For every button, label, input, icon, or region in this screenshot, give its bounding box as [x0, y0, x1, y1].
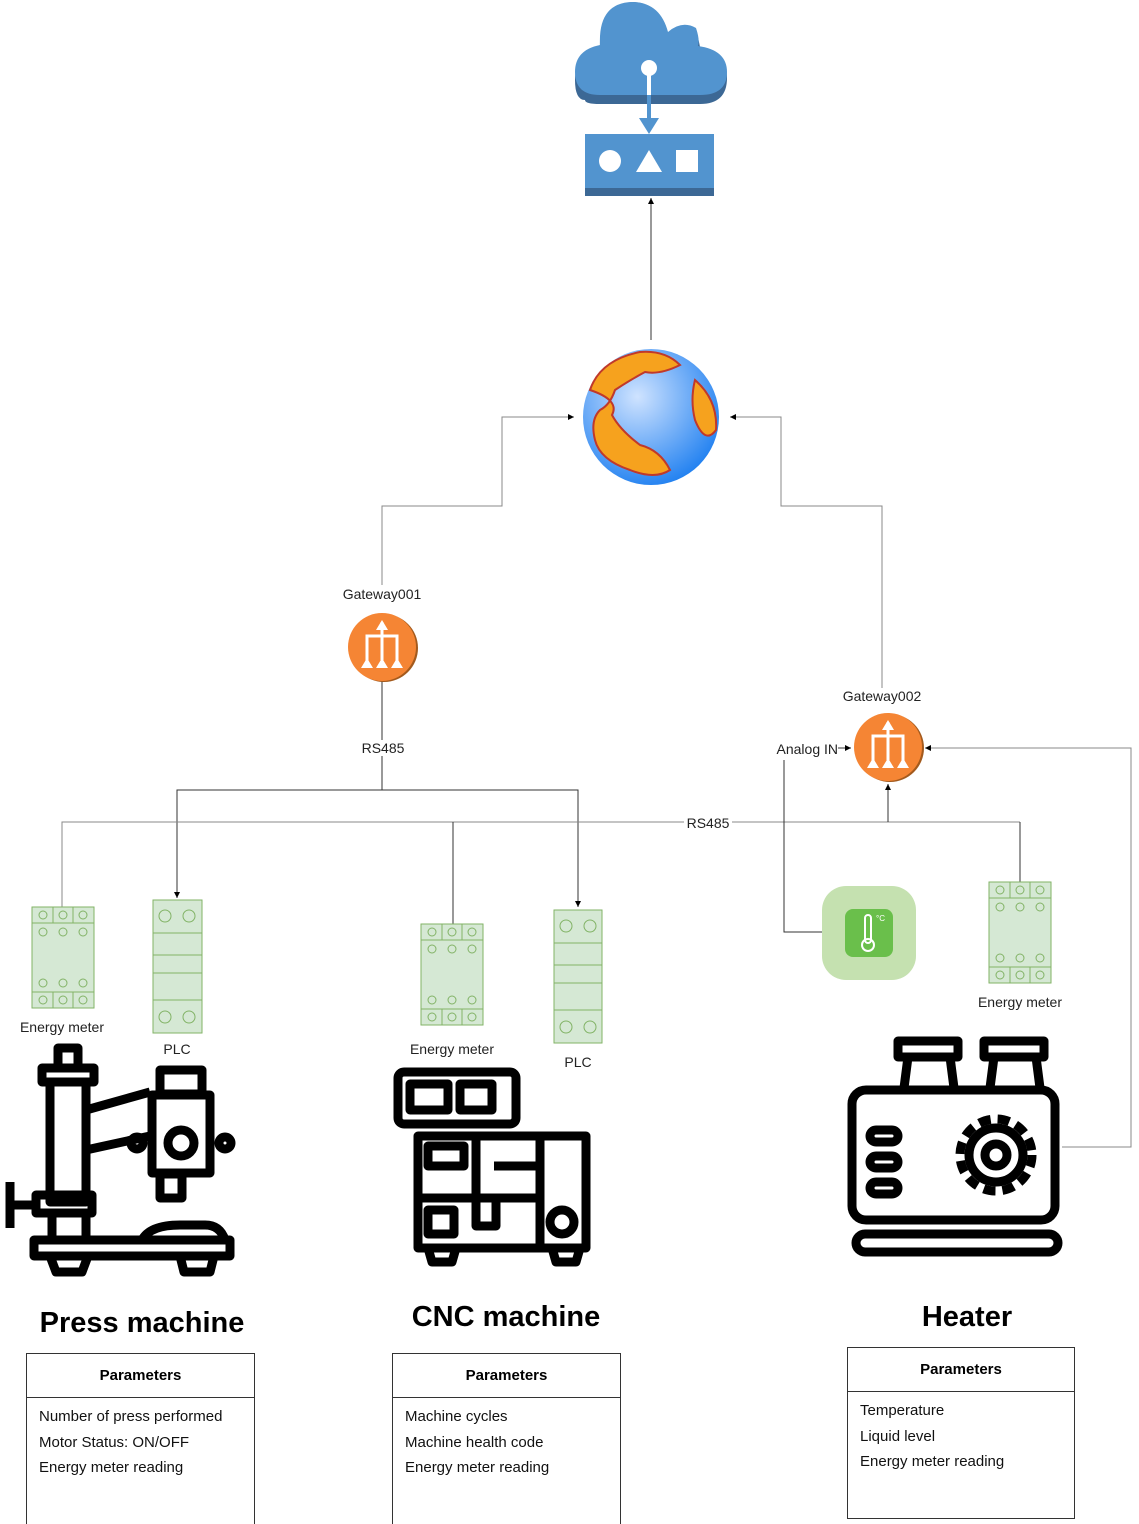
press-plc-label: PLC [163, 1041, 190, 1057]
cnc-energy-meter-label: Energy meter [410, 1041, 494, 1057]
press-parameters-header: Parameters [27, 1354, 254, 1398]
gateway001-label: Gateway001 [343, 586, 422, 602]
press-machine-icon [5, 1043, 236, 1277]
press-parameters-box: Parameters Number of press performed Mot… [26, 1353, 255, 1524]
thermo-sensor-wire [783, 760, 822, 933]
heater-icon [847, 1036, 1063, 1257]
cnc-parameters-box: Parameters Machine cycles Machine health… [392, 1353, 621, 1524]
rs485-to-press-plc [174, 681, 383, 898]
cnc-energy-meter-icon[interactable] [420, 923, 484, 1026]
press-param-item: Energy meter reading [39, 1459, 184, 1476]
cnc-plc-label: PLC [564, 1054, 591, 1070]
cnc-param-item: Energy meter reading [405, 1459, 550, 1476]
cnc-plc-icon[interactable] [553, 909, 603, 1044]
cnc-param-item: Machine cycles [405, 1408, 508, 1425]
press-param-item: Number of press performed [39, 1408, 223, 1425]
heater-to-gateway002 [925, 745, 1132, 1148]
gateway002-label: Gateway002 [843, 688, 922, 704]
cnc-machine-icon [393, 1067, 591, 1267]
data-storage-icon [585, 134, 714, 196]
gateway001-to-internet-connector [381, 414, 574, 585]
press-param-item: Motor Status: ON/OFF [39, 1433, 190, 1451]
heater-parameters-box: Parameters Temperature Liquid level Ener… [847, 1347, 1075, 1519]
rs485-to-cnc-plc [382, 789, 581, 907]
temperature-sensor-icon[interactable]: °C [822, 886, 916, 980]
gateway001-icon[interactable] [348, 613, 418, 682]
rs485-label-gateway001: RS485 [362, 740, 405, 756]
press-energy-meter-label: Energy meter [20, 1019, 104, 1035]
cloud-upload-icon [575, 2, 727, 134]
analog-in-label: Analog IN [777, 741, 838, 757]
internet-globe-icon [583, 349, 719, 485]
svg-text:°C: °C [876, 914, 885, 923]
heater-param-item: Temperature [860, 1402, 945, 1419]
rs485-bus-label: RS485 [687, 815, 730, 831]
heater-title: Heater [922, 1301, 1012, 1333]
press-energy-meter-icon[interactable] [31, 906, 95, 1009]
heater-energy-meter-icon[interactable] [988, 881, 1052, 984]
heater-param-item: Liquid level [860, 1427, 936, 1445]
heater-param-item: Energy meter reading [860, 1453, 1005, 1470]
heater-parameters-header: Parameters [848, 1348, 1074, 1392]
gateway002-icon[interactable] [854, 713, 924, 782]
press-machine-title: Press machine [40, 1307, 245, 1339]
gateway002-to-internet-connector [730, 414, 883, 688]
cnc-param-item: Machine health code [405, 1433, 544, 1451]
cnc-machine-title: CNC machine [412, 1301, 601, 1333]
press-plc-icon[interactable] [152, 899, 203, 1034]
heater-energy-meter-label: Energy meter [978, 994, 1062, 1010]
cnc-parameters-header: Parameters [393, 1354, 620, 1398]
